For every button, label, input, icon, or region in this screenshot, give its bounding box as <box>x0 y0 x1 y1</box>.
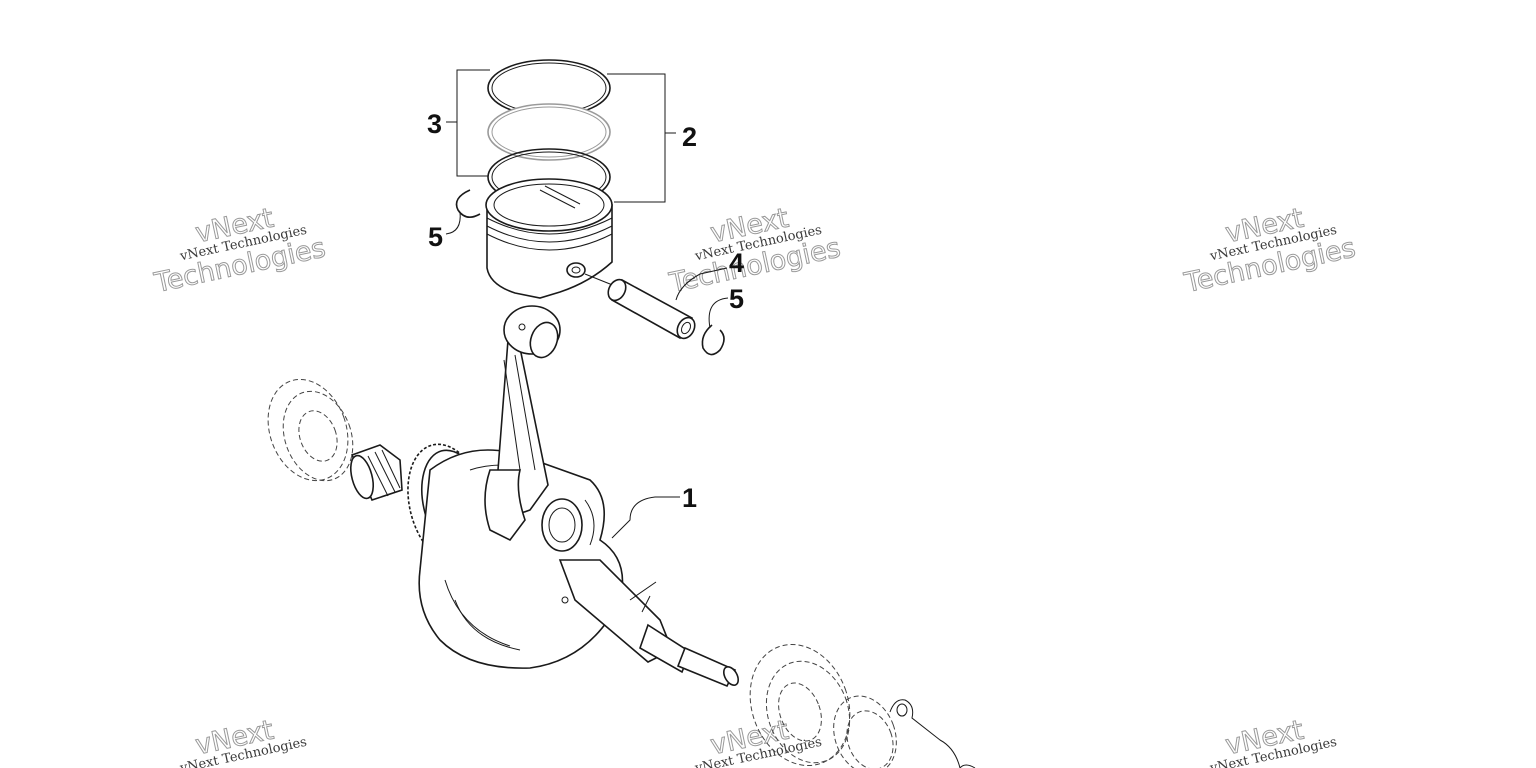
piston <box>485 178 613 299</box>
watermark-top-right: vNext vNext Technologies Technologies <box>1181 202 1359 299</box>
callout-5-right: 5 <box>729 284 744 314</box>
watermark-bottom-left: vNext vNext Technologies <box>178 714 308 768</box>
watermark-top-left: vNext vNext Technologies Technologies <box>151 202 329 299</box>
callout-5-left: 5 <box>428 222 443 252</box>
piston-ring-middle <box>487 103 611 161</box>
callout-4: 4 <box>729 248 744 278</box>
watermark-top-center: vNext vNext Technologies Technologies <box>666 202 844 299</box>
crankshaft-assembly <box>267 378 740 688</box>
callout-1: 1 <box>682 483 697 513</box>
watermark-bottom-center: vNext vNext Technologies <box>693 714 823 768</box>
circlip-right <box>701 324 725 356</box>
left-bearing <box>267 378 354 482</box>
piston-pin <box>584 273 696 340</box>
oil-seal <box>833 695 897 768</box>
connecting-rod <box>484 305 561 542</box>
callout-3: 3 <box>427 109 442 139</box>
callout-2: 2 <box>682 122 697 152</box>
leader-lines <box>445 69 729 539</box>
right-bearing <box>749 643 851 767</box>
retainer-plate <box>889 699 976 768</box>
circlip-left <box>455 189 481 218</box>
watermark-bottom-right: vNext vNext Technologies <box>1208 714 1338 768</box>
